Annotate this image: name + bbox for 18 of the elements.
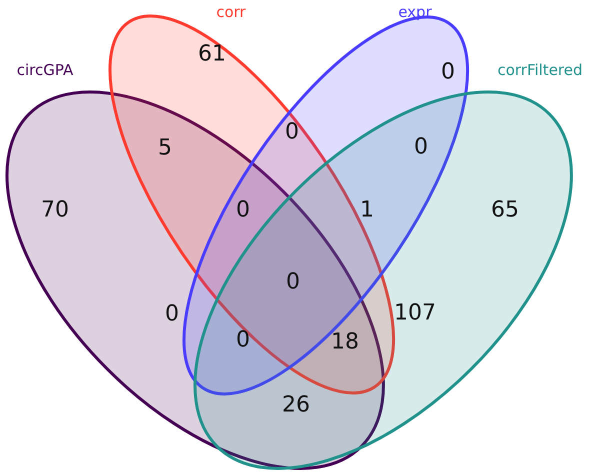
region-count: 0: [414, 134, 428, 160]
region-count: 18: [331, 330, 359, 354]
set-label: corrFiltered: [497, 61, 583, 79]
set-label: corr: [216, 3, 246, 21]
region-count: 0: [236, 198, 250, 222]
region-count: 0: [165, 302, 179, 326]
region-count: 0: [441, 60, 455, 84]
set-label: circGPA: [16, 61, 74, 79]
region-count: 61: [198, 42, 226, 66]
region-count: 65: [491, 198, 519, 222]
region-count: 0: [285, 120, 299, 144]
region-count: 26: [282, 392, 310, 418]
region-count: 107: [394, 300, 436, 326]
region-count: 70: [41, 198, 69, 222]
region-count: 0: [236, 328, 250, 352]
region-count: 1: [360, 198, 374, 222]
region-count: 5: [158, 136, 172, 160]
region-count: 0: [286, 270, 300, 294]
